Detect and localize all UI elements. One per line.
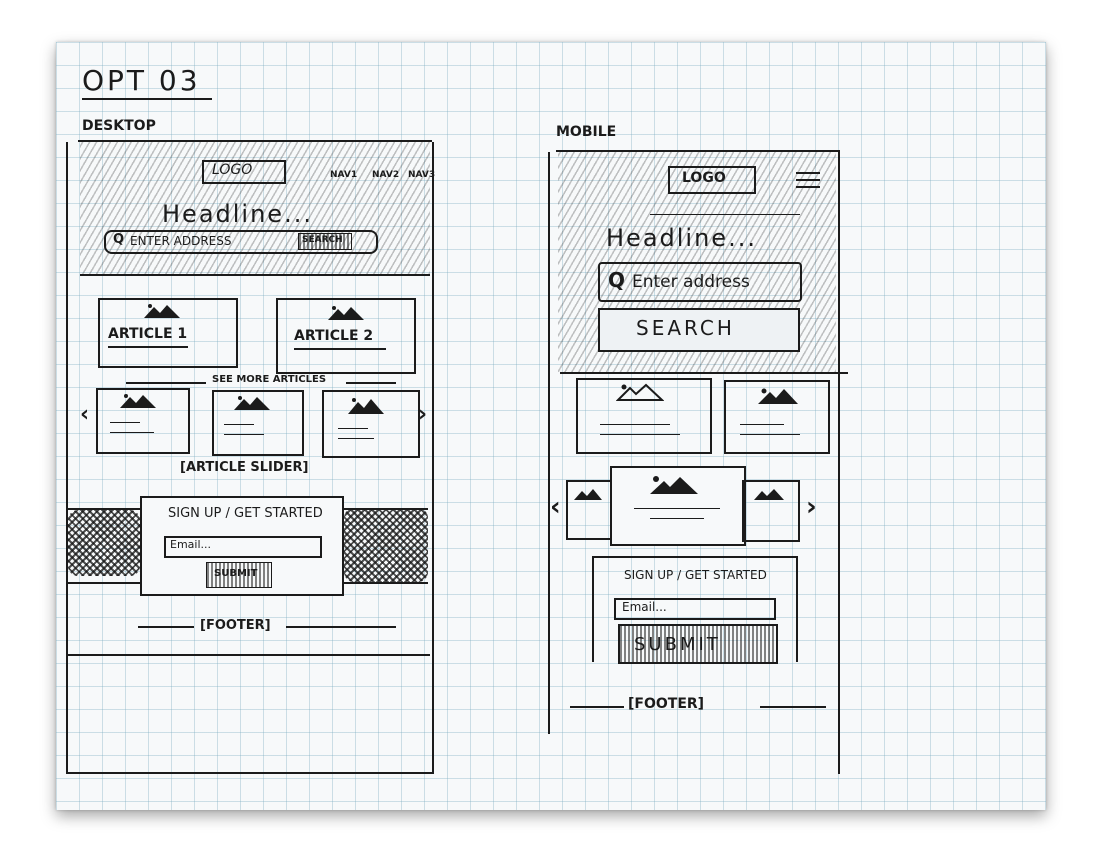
hamburger-icon[interactable] [796,172,820,188]
desktop-logo-box [202,160,286,184]
desktop-slide-1[interactable] [96,388,190,454]
mobile-article-card-2-text-2 [740,434,800,435]
desktop-headline: Headline... [162,200,313,228]
mountain-image-icon [650,476,698,494]
mobile-hero-bottom [560,372,848,374]
mobile-footer: [FOOTER] [628,696,705,712]
desktop-search-button[interactable] [298,233,352,250]
desktop-article-1-title: ARTICLE 1 [108,326,188,342]
mobile-headline: Headline... [606,224,757,252]
desktop-nav-3[interactable]: NAV3 [408,170,436,180]
desktop-search-magnifier-icon: Q [113,232,125,247]
mobile-slider-next-icon[interactable]: › [806,492,817,522]
mobile-frame-left [548,152,550,734]
mountain-image-icon [328,306,364,320]
desktop-search-placeholder: ENTER ADDRESS [130,234,232,248]
desktop-slide-2-text [224,424,254,425]
mobile-article-card-2-text [740,424,784,425]
mobile-footer-rule-left [570,706,624,708]
mountain-image-icon [120,394,156,408]
mountain-image-icon [144,304,180,318]
mobile-logo-box [668,166,756,194]
mobile-email-input[interactable] [614,598,776,620]
desktop-frame [66,142,434,774]
desktop-article-2-underline [294,348,386,350]
mobile-article-card-1-text-2 [600,434,680,435]
desktop-label: DESKTOP [82,118,156,134]
desktop-submit-button[interactable] [206,562,272,588]
mobile-slide-center-text-2 [650,518,704,519]
desktop-submit-label: SUBMIT [214,568,258,579]
mobile-search-input[interactable] [598,262,802,302]
mobile-label: MOBILE [556,124,617,140]
mountain-image-icon [754,489,784,500]
desktop-signup-bg-right [344,508,428,582]
desktop-article-card-1[interactable] [98,298,238,368]
desktop-slide-2-text-2 [224,434,264,435]
mobile-search-magnifier-icon: Q [608,268,626,292]
desktop-search-button-label: SEARCH [302,235,343,245]
desktop-slider-next-icon[interactable]: › [418,402,428,427]
desktop-footer: [FOOTER] [200,618,271,633]
page-title: OPT 03 [82,64,201,97]
desktop-slider-prev-icon[interactable]: ‹ [80,402,90,427]
desktop-footer-rule-right [286,626,396,628]
mobile-article-card-1[interactable] [576,378,712,454]
mobile-article-card-2[interactable] [724,380,830,454]
desktop-see-more-rule-left [126,382,206,384]
desktop-logo[interactable]: LOGO [212,162,253,178]
mountain-image-icon [348,398,384,414]
desktop-email-input[interactable] [164,536,322,558]
desktop-search-input[interactable] [104,230,378,254]
mobile-slide-right[interactable] [742,480,800,542]
mobile-article-card-1-text [600,424,670,425]
desktop-footer-rule-left [138,626,194,628]
mobile-slide-center-text [634,508,720,509]
mobile-headline-rule [650,214,800,215]
desktop-slide-1-text [110,422,140,423]
desktop-signup-title: SIGN UP / GET STARTED [168,506,323,521]
desktop-slider-label: [ARTICLE SLIDER] [180,460,309,475]
desktop-footer-base [66,654,430,656]
mobile-submit-label: SUBMIT [634,634,721,655]
mountain-image-icon [616,383,664,401]
mobile-signup-title: SIGN UP / GET STARTED [624,568,767,582]
desktop-article-1-underline [108,346,188,348]
mobile-frame-right [838,150,840,774]
mountain-image-icon [234,396,270,410]
desktop-email-placeholder: Email... [170,538,212,551]
mobile-search-placeholder: Enter address [632,272,750,292]
desktop-see-more-rule-right [346,382,396,384]
mobile-submit-button[interactable] [618,624,778,664]
desktop-slide-2[interactable] [212,390,304,456]
mobile-search-button-label: SEARCH [636,316,735,340]
desktop-nav-2[interactable]: NAV2 [372,170,400,180]
mobile-slider-prev-icon[interactable]: ‹ [550,492,561,522]
mountain-image-icon [574,489,602,500]
mobile-footer-rule-right [760,706,826,708]
graph-paper [56,42,1046,810]
desktop-slide-3[interactable] [322,390,420,458]
desktop-article-2-title: ARTICLE 2 [294,328,374,344]
mobile-email-placeholder: Email... [622,600,667,614]
mobile-logo[interactable]: LOGO [682,170,726,186]
desktop-slide-1-text-2 [110,432,154,433]
desktop-slide-3-text-2 [338,438,374,439]
desktop-see-more-link[interactable]: SEE MORE ARTICLES [212,374,327,385]
desktop-slide-3-text [338,428,368,429]
mountain-image-icon [758,388,798,404]
desktop-nav-1[interactable]: NAV1 [330,170,358,180]
desktop-article-card-2[interactable] [276,298,416,374]
title-underline [82,98,212,100]
mobile-signup-panel [592,556,798,662]
desktop-signup-bg-left [68,510,140,576]
desktop-hero-bottom [80,274,430,276]
mobile-search-button[interactable] [598,308,800,352]
mobile-frame-top [556,150,838,152]
desktop-top-edge [78,140,432,142]
